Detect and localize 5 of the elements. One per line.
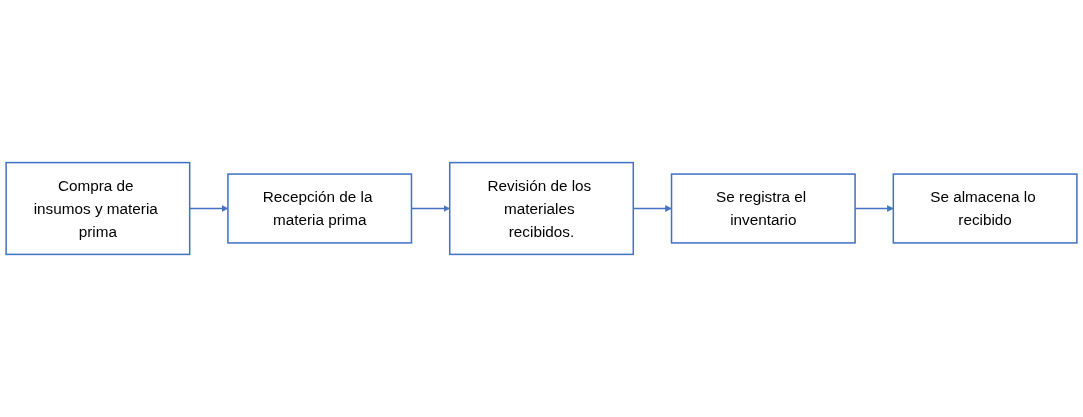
node-box: Se almacena lo recibido: [892, 173, 1078, 244]
node-box: Recepción de la materia prima: [227, 173, 413, 244]
node-box: Se registra el inventario: [670, 173, 856, 244]
node-box: Compra de insumos y materia prima: [5, 161, 191, 256]
node-box: Revisión de los materiales recibidos.: [448, 161, 635, 256]
